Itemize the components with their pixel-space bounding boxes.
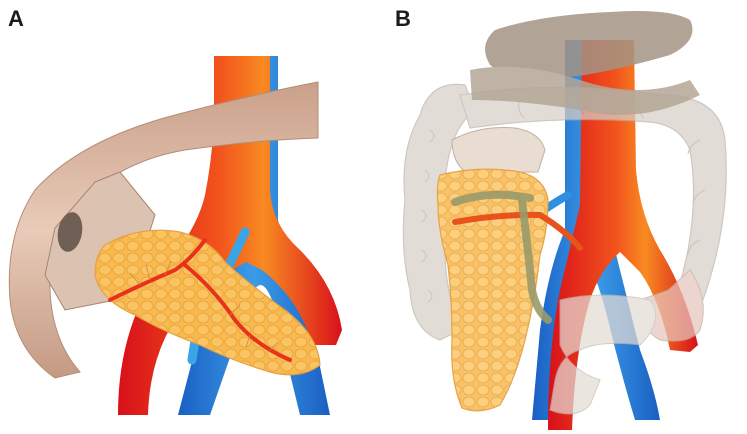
stomach-b [470, 11, 700, 115]
aorta-b [548, 40, 698, 430]
aorta-a [118, 56, 342, 415]
panel-label-a: A [8, 6, 24, 31]
splenic-artery-a [108, 238, 292, 362]
panel-b-drawing [402, 11, 727, 430]
bile-duct-b [451, 190, 552, 324]
pancreatic-vessels-a [129, 260, 279, 351]
duodenum-stump-b [451, 127, 546, 176]
panel-a-drawing [8, 56, 342, 415]
pancreatic-artery-b [452, 211, 583, 251]
pancreas-b [436, 168, 549, 412]
panel-label-b: B [395, 6, 411, 31]
